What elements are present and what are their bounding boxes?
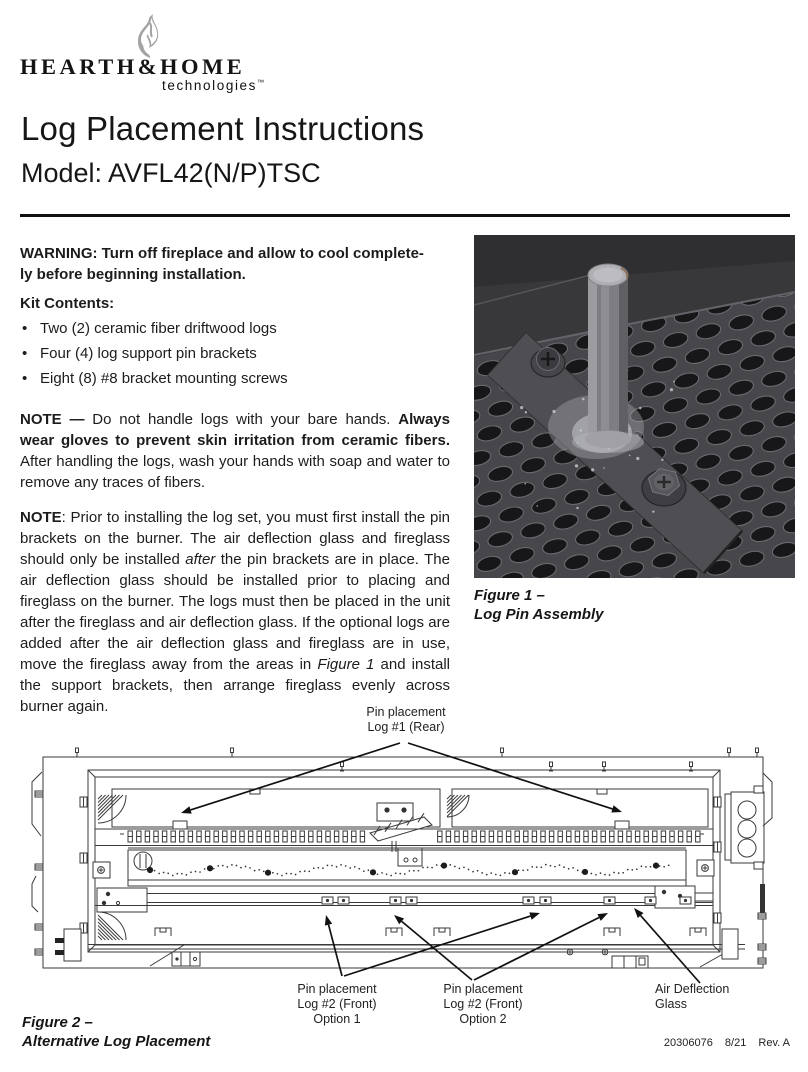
doc-date: 8/21 <box>724 1037 747 1049</box>
callout-arrow <box>324 915 333 926</box>
brand-name: HEARTH&HOME <box>20 54 246 79</box>
note-handling-paragraph: NOTE — Do not handle logs with your bare… <box>20 411 450 491</box>
list-item: •Two (2) ceramic fiber driftwood logs <box>22 320 277 337</box>
kit-contents-heading: Kit Contents: <box>20 295 115 312</box>
title-divider <box>20 214 790 217</box>
bullet-glyph: • <box>22 320 28 337</box>
label-pin-placement-option2: Pin placement Log #2 (Front) Option 2 <box>443 982 523 1026</box>
label-air-deflection-glass: Air Deflection Glass <box>655 982 730 1011</box>
callout-arrow <box>529 912 540 920</box>
brand-sub: technologies™ <box>162 78 265 93</box>
bullet-glyph: • <box>22 370 28 387</box>
model-line: Model: AVFL42(N/P)TSC <box>21 158 321 188</box>
callout-arrow <box>181 806 192 814</box>
body-text-column: WARNING: Turn off fireplace and allow to… <box>20 243 450 717</box>
callout-arrow <box>611 805 622 813</box>
figure2-caption: Figure 2 – Alternative Log Placement <box>22 1014 211 1050</box>
list-item: •Eight (8) #8 bracket mounting screws <box>22 370 288 387</box>
figure1-photo <box>474 235 795 578</box>
brand-logo: HEARTH&HOME technologies™ <box>20 12 264 96</box>
trademark-symbol: ™ <box>257 79 265 87</box>
note-install-paragraph: NOTE: Prior to installing the log set, y… <box>20 509 451 715</box>
bullet-glyph: • <box>22 345 28 362</box>
callout-arrow <box>394 915 405 925</box>
document-footer: 20306076 8/21 Rev. A <box>450 1037 790 1049</box>
figure1-caption: Figure 1 – Log Pin Assembly <box>474 587 604 623</box>
warning-paragraph: WARNING: Turn off fireplace and allow to… <box>20 245 424 283</box>
list-item: •Four (4) log support pin brackets <box>22 345 257 362</box>
page-title: Log Placement Instructions <box>21 110 425 147</box>
kit-contents-list: •Two (2) ceramic fiber driftwood logs •F… <box>20 318 450 389</box>
callout-arrow <box>634 908 644 918</box>
label-pin-placement-rear: Pin placement Log #1 (Rear) <box>366 705 446 734</box>
doc-number: 20306076 <box>663 1037 713 1049</box>
flame-icon <box>138 14 159 58</box>
doc-revision: Rev. A <box>758 1037 790 1049</box>
callout-arrow <box>597 913 608 921</box>
figure2-diagram <box>31 742 773 984</box>
label-pin-placement-option1: Pin placement Log #2 (Front) Option 1 <box>297 982 377 1026</box>
